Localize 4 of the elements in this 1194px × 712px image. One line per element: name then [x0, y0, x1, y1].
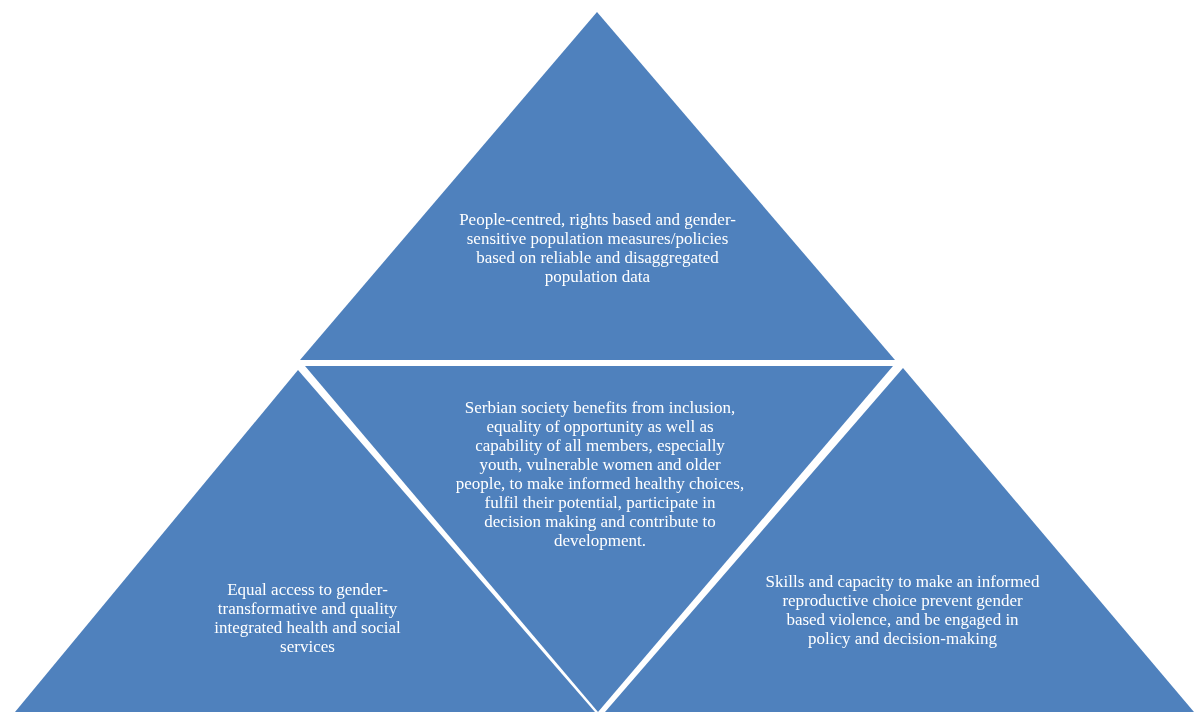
triangle-text: People-centred, rights based and gender-sensitive population measures/policies based on reliable and disaggregated population data: [458, 210, 737, 286]
triangle-text: Serbian society benefits from inclusion, equality of opportunity as well as capability of all members, especially youth, vulnerable women and older people, to make informed healthy choices, fulfil their potential, participate in decision making and contribute to development.: [455, 398, 745, 550]
triangle-text: Skills and capacity to make an informed reproductive choice prevent gender based violence, and be engaged in policy and decision-making: [765, 572, 1040, 648]
triangle-text: Equal access to gender-transformative and quality integrated health and social services: [213, 580, 402, 656]
